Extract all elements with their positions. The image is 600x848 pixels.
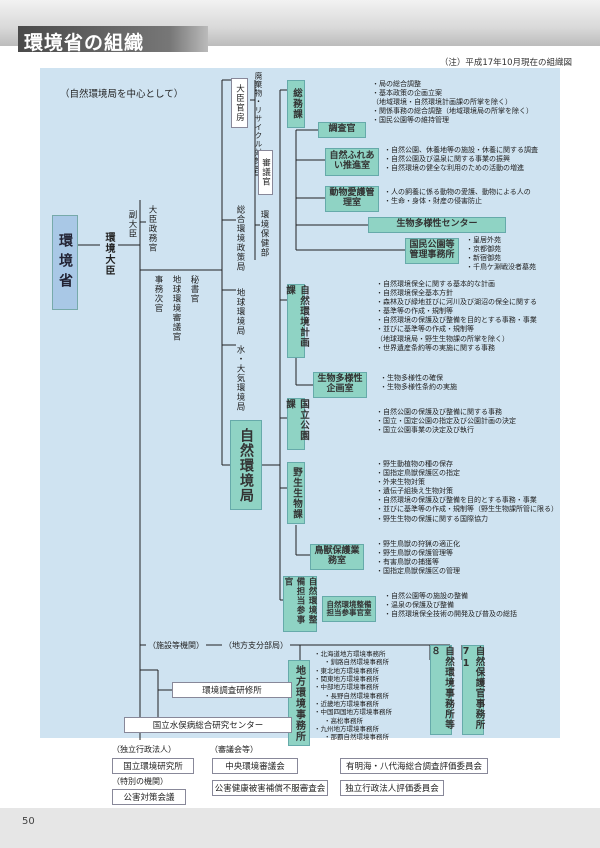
kokumin-duties: ・皇居外苑・京都御苑・新宿御苑・千鳥ケ淵戦没者墓苑 [466, 236, 536, 272]
bureau-water-air: 水・大気環境局 [235, 345, 245, 412]
date-note: （注）平成17年10月現在の組織図 [439, 58, 572, 68]
councils-header: （審議会等） [210, 745, 258, 754]
vice-minister-admin-label: 事務次官 [153, 275, 163, 313]
global-env-councillor-label: 地球環境審議官 [171, 275, 181, 342]
bureau-waste: 廃棄物・リサイクル対策部 [254, 72, 263, 174]
bureau-global: 地球環境局 [235, 288, 245, 336]
div-choju: 鳥獣保護業務室 [310, 544, 364, 570]
bureau-councillor: 審議官 [258, 150, 273, 195]
div-seibi-office: 自然環境整備担当参事官室 [322, 596, 376, 622]
iai-header: （独立行政法人） [112, 745, 176, 754]
somu-duties: ・局の総合調整・基本政策の企画立案（地域環境・自然環境計画課の所掌を除く）・関係… [372, 80, 533, 125]
div-kokumin: 国民公園等管理事務所 [405, 238, 459, 264]
choju-duties: ・野生鳥獣の狩猟の適正化・野生鳥獣の保護管理等・有害鳥獣の捕獲等・国指定鳥獣保護… [376, 540, 460, 576]
council-central: 中央環境審議会 [212, 758, 298, 774]
bureau-health: 環境保健部 [259, 210, 269, 258]
div-keikaku: 自然環境計画課 [284, 284, 309, 358]
bureau-nature: 自然環境局 [230, 420, 262, 510]
koen-duties: ・自然公園の保護及び整備に関する事務・国立・国定公園の指定及び公園計画の決定・国… [376, 408, 516, 435]
div-dobutsu: 動物愛護管理室 [325, 186, 379, 212]
footer-bar [0, 808, 600, 848]
iai-nies: 国立環境研究所 [112, 758, 194, 774]
subtitle: （自然環境局を中心として） [60, 89, 184, 100]
seibi-duties: ・自然公園等の施設の整備・温泉の保護及び整備・自然環境保全技術の開発及び普及の総… [384, 592, 517, 619]
council-iai-evaluation: 独立行政法人評価委員会 [340, 780, 444, 796]
div-yasei: 野生生物課 [287, 462, 305, 524]
council-pollution: 公害健康被害補償不服審査会 [212, 780, 328, 796]
special-council: 公害対策会議 [112, 789, 186, 805]
minister-label: 環境大臣 [103, 232, 114, 276]
nature-office-count: 自然環境事務所等８ [429, 645, 454, 735]
bureau-secretariat: 大臣官房 [231, 78, 248, 128]
yasei-duties: ・野生動植物の種の保存・国指定鳥獣保護区の指定・外来生物対策・遺伝子組換え生物対… [376, 460, 558, 523]
title-bar: 環境省の組織 [0, 0, 600, 56]
parliamentary-secretary-label: 大臣政務官 [147, 205, 157, 253]
div-koen: 国立公園課 [284, 398, 309, 450]
dobutsu-duties: ・人の飼養に係る動物の愛護、動物による人の・生命・身体・財産の侵害防止 [384, 188, 531, 206]
secretary-label: 秘書官 [189, 275, 199, 304]
bureau-policy: 総合環境政策局 [235, 205, 245, 272]
ranger-office-count: 自然保護官事務所71 [461, 645, 485, 735]
page-title: 環境省の組織 [24, 32, 145, 54]
regional-office: 地方環境事務所 [288, 660, 310, 746]
div-chosa: 調査官 [318, 122, 366, 138]
div-tayosei: 生物多様性企画室 [313, 372, 367, 398]
special-header: （特別の機関） [112, 777, 168, 786]
ministry-box: 環境省 [52, 215, 78, 310]
vice-minister-label: 副大臣 [127, 210, 137, 239]
facility-minamata: 国立水俣病総合研究センター [124, 717, 292, 733]
div-fureai: 自然ふれあい推進室 [325, 148, 379, 176]
regional-header: （地方支分部局） [222, 640, 290, 651]
fureai-duties: ・自然公園、休養地等の施設・休養に関する調査・自然公園及び温泉に関する事業の振興… [384, 146, 538, 173]
council-ariake: 有明海・八代海総合調査評価委員会 [340, 758, 488, 774]
keikaku-duties: ・自然環境保全に関する基本的な計画・自然環境保全基本方針・森林及び緑地並びに河川… [376, 280, 537, 352]
page-number: 50 [22, 816, 35, 827]
facilities-header: （施設等機関） [146, 640, 206, 651]
facility-training: 環境調査研修所 [172, 682, 292, 698]
tayosei-duties: ・生物多様性の確保・生物多様性条約の実施 [380, 374, 457, 392]
div-center: 生物多様性センター [368, 217, 506, 233]
regional-offices-list: ・北海道地方環境事務所・釧路自然環境事務所・東北地方環境事務所・関東地方環境事務… [314, 650, 392, 742]
div-seibi: 自然環境整備担当参事官 [283, 576, 317, 632]
div-somu: 総務課 [287, 80, 305, 128]
